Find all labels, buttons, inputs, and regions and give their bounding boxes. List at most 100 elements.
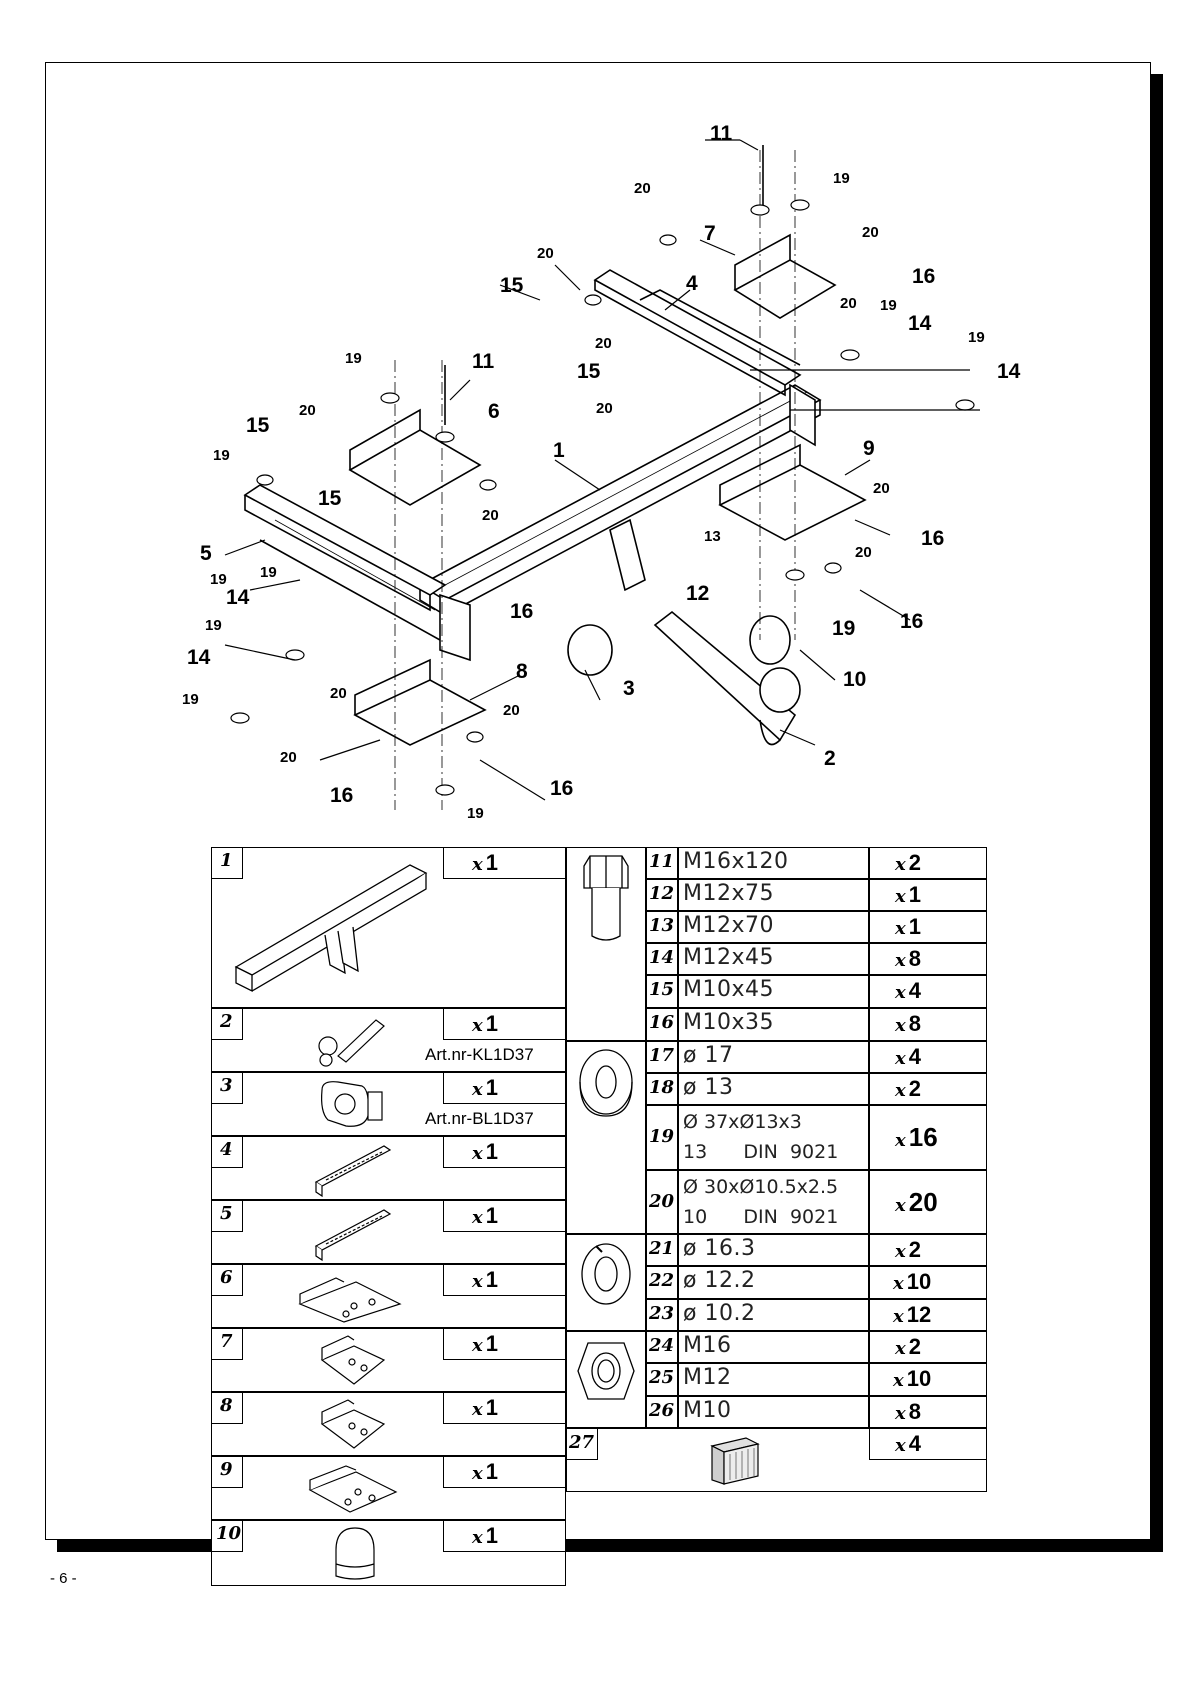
num-cell	[646, 1396, 678, 1428]
part-num-cell	[211, 1008, 243, 1040]
spec-cell	[678, 847, 869, 879]
callout: 8	[516, 660, 528, 683]
part-image-bracket-9	[308, 1465, 398, 1513]
callout: 20	[299, 402, 316, 419]
drawing-washers	[230, 199, 975, 796]
callout: 15	[500, 274, 524, 297]
spec-cell	[678, 1105, 869, 1170]
callout: 20	[862, 224, 879, 241]
exploded-assembly-drawing: 11 19 20 7 20 16 20 15 4 19 14 19 14 20 …	[182, 122, 1021, 822]
part-image-bracket-6	[298, 1277, 402, 1323]
part-number: 21	[649, 1238, 675, 1259]
bolt-icon	[583, 855, 629, 941]
part-num-cell	[211, 847, 243, 879]
callout: 20	[873, 480, 890, 497]
callout: 19	[260, 564, 277, 581]
part-number: 9	[220, 1459, 233, 1480]
part-number: 8	[220, 1395, 233, 1416]
part-num-cell	[211, 1328, 243, 1360]
callout: 20	[855, 544, 872, 561]
callout: 15	[246, 414, 270, 437]
callout: 20	[503, 702, 520, 719]
part-image-ball-neck	[318, 1019, 385, 1067]
qty-cell	[869, 1105, 987, 1170]
part-image-foam-block	[710, 1437, 760, 1485]
part-spec: M10x45	[683, 977, 774, 1002]
part-qty-cell	[443, 1072, 566, 1104]
part-num-cell	[211, 1264, 243, 1296]
part-spec: M12	[683, 1365, 732, 1390]
part-image-side-member-right	[314, 1145, 392, 1198]
spec-cell	[678, 1073, 869, 1105]
callout: 5	[200, 542, 212, 565]
callout: 19	[467, 805, 484, 822]
part-num-cell	[211, 1136, 243, 1168]
spec-cell	[678, 879, 869, 911]
num-cell	[646, 1266, 678, 1299]
num-cell	[646, 1331, 678, 1363]
part-number: 1	[220, 850, 233, 871]
callout: 4	[686, 272, 698, 295]
part-num-cell	[211, 1072, 243, 1104]
part-image-side-member-left	[314, 1209, 392, 1262]
num-cell	[646, 1041, 678, 1073]
num-cell	[646, 943, 678, 975]
callout: 15	[577, 360, 601, 383]
callout: 13	[704, 528, 721, 545]
part-spec: M10	[683, 1398, 732, 1423]
part-spec: M12x70	[683, 913, 774, 938]
qty-cell	[869, 879, 987, 911]
callout: 14	[187, 646, 211, 669]
num-cell	[646, 1073, 678, 1105]
spec-cell	[678, 943, 869, 975]
num-cell	[646, 1170, 678, 1234]
part-qty-cell	[443, 1456, 566, 1488]
part-qty-cell	[443, 847, 566, 879]
callout: 20	[634, 180, 651, 197]
qty-cell	[869, 847, 987, 879]
part-image-bracket-7	[320, 1335, 386, 1385]
washer-icon	[579, 1049, 633, 1117]
callout: 19	[345, 350, 362, 367]
spring-washer-icon	[581, 1243, 631, 1305]
spec-cell	[678, 1299, 869, 1331]
spec-cell	[678, 1041, 869, 1073]
part-qty-cell	[443, 1264, 566, 1296]
part-number: 4	[220, 1139, 233, 1160]
part-qty-cell	[443, 1008, 566, 1040]
num-cell	[646, 1105, 678, 1170]
part-number: 5	[220, 1203, 233, 1224]
part-spec: ø 17	[683, 1043, 734, 1068]
qty-cell	[869, 1073, 987, 1105]
callout: 16	[900, 610, 923, 633]
part-qty-cell	[443, 1136, 566, 1168]
page-number: - 6 -	[50, 1570, 77, 1587]
part-number: 26	[649, 1400, 675, 1421]
part-spec-standard: 13 DIN 9021	[683, 1141, 839, 1163]
callout: 7	[704, 222, 716, 245]
part-spec: M12x45	[683, 945, 774, 970]
callout: 20	[482, 507, 499, 524]
drawing-callout-labels: 11 19 20 7 20 16 20 15 4 19 14 19 14 20 …	[182, 122, 1021, 822]
part-num-cell	[211, 1200, 243, 1232]
part-number: 16	[649, 1012, 675, 1033]
nut-icon	[577, 1342, 635, 1400]
qty-cell	[869, 1396, 987, 1428]
spec-cell	[678, 1331, 869, 1363]
callout: 16	[330, 784, 353, 807]
part-number: 23	[649, 1303, 675, 1324]
callout: 20	[595, 335, 612, 352]
part-number: 22	[649, 1270, 675, 1291]
